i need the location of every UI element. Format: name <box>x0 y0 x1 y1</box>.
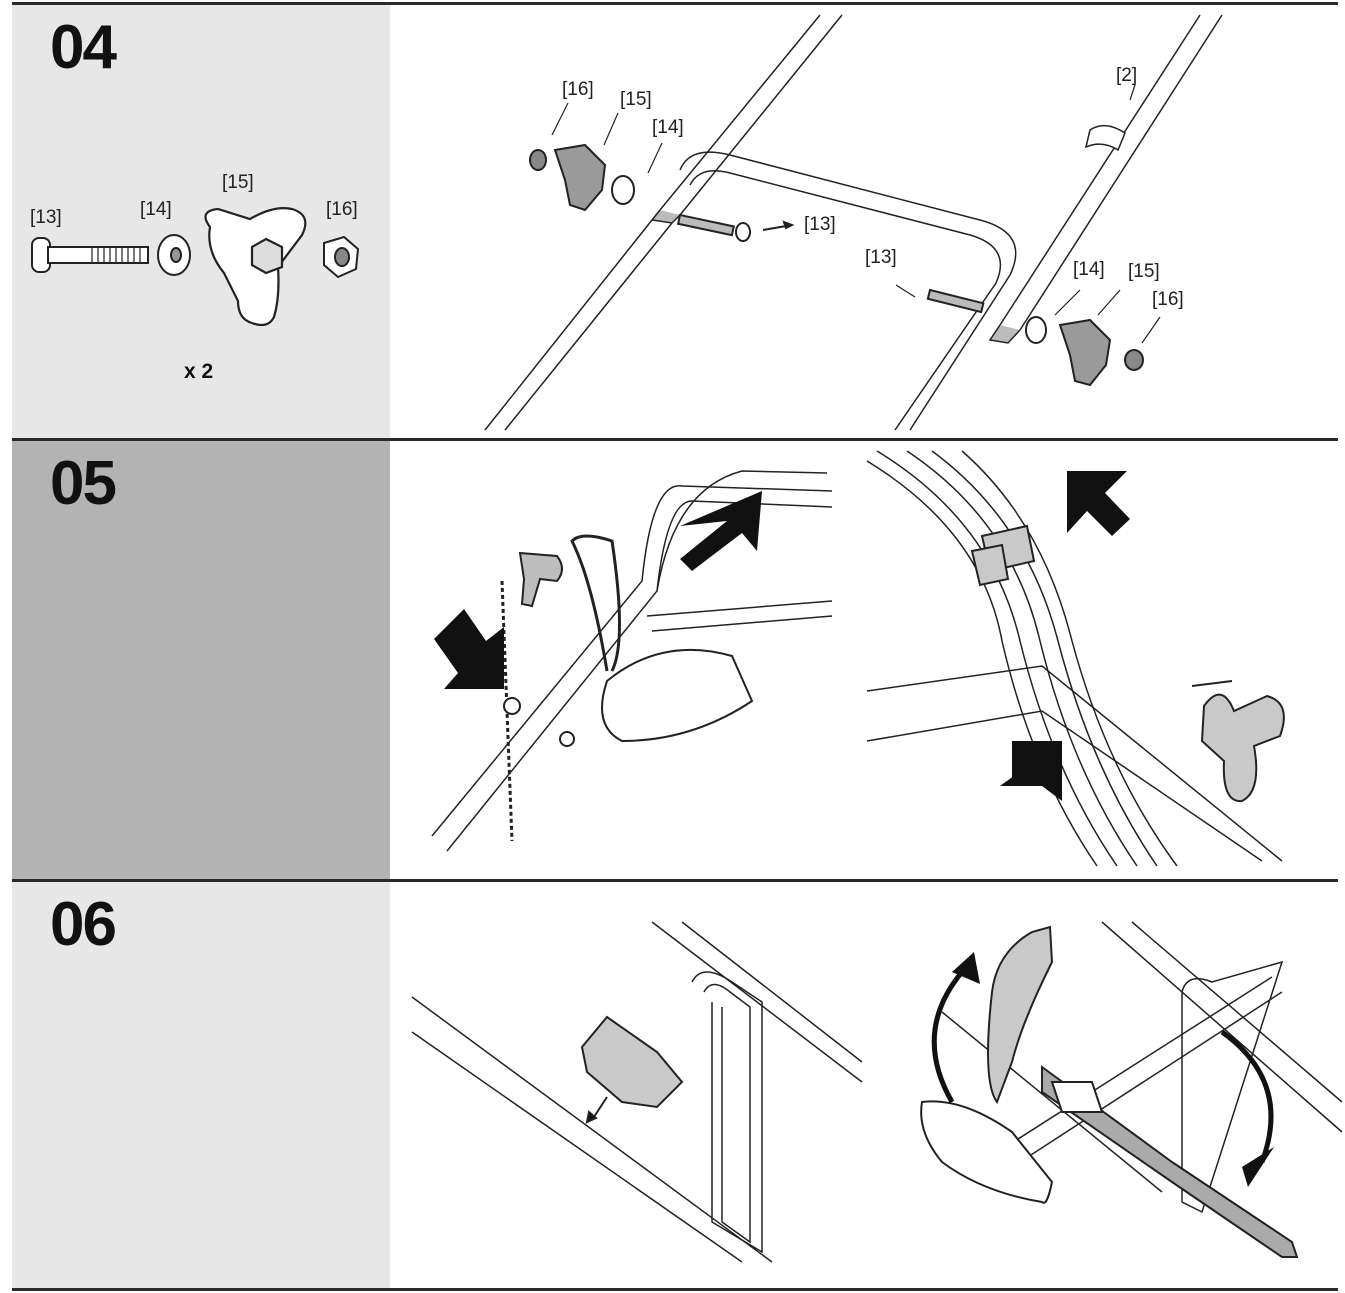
cable-routing-illustration <box>431 470 833 852</box>
part-label-14: [14] <box>140 199 172 220</box>
step-05: 05 <box>12 441 1338 879</box>
part-label-16: [16] <box>326 199 358 220</box>
washer-icon <box>157 234 191 276</box>
assembly-label-15-left: [15] <box>620 89 652 110</box>
fold-lever-illustration <box>920 921 1343 1258</box>
divider-04-05 <box>12 438 1338 441</box>
nut-icon <box>323 235 360 279</box>
cable-clip-icon <box>970 524 1036 587</box>
step-06: 06 <box>12 882 1343 1288</box>
handle-assembly-illustration: [16] [15] [14] [13] [2] [13] [14] [15] [… <box>484 14 1223 431</box>
divider-05-06 <box>12 879 1338 882</box>
rotate-arrow-icon <box>931 970 1274 1163</box>
arrow-icon <box>1000 471 1130 801</box>
assembly-label-16-left: [16] <box>562 79 594 100</box>
step-05-side-panel <box>12 441 390 879</box>
assembly-label-2: [2] <box>1116 65 1137 86</box>
assembly-label-15-right: [15] <box>1128 261 1160 282</box>
step-04: 04 x 2 [13] [14] [15] [16] <box>12 5 1338 438</box>
arrow-icon <box>434 491 762 689</box>
top-rule <box>12 2 1338 5</box>
bottom-rule <box>12 1288 1338 1291</box>
assembly-label-16-right: [16] <box>1152 289 1184 310</box>
step-04-number: 04 <box>50 13 117 82</box>
part-label-15: [15] <box>222 172 254 193</box>
quantity-label: x 2 <box>184 360 214 383</box>
parts-row: [13] [14] [15] [16] <box>30 172 360 327</box>
clip-removal-illustration <box>411 921 863 1263</box>
step-04-side-panel <box>12 5 390 438</box>
bolt-icon <box>31 237 149 273</box>
step-06-side-panel <box>12 882 390 1288</box>
assembly-label-14-right: [14] <box>1073 259 1105 280</box>
assembly-label-14-left: [14] <box>652 117 684 138</box>
assembly-label-13-right: [13] <box>865 247 897 268</box>
assembly-label-13-left: [13] <box>804 214 836 235</box>
part-label-13: [13] <box>30 207 62 228</box>
star-knob-icon <box>204 207 307 327</box>
cable-clip-illustration <box>866 450 1285 867</box>
step-06-number: 06 <box>50 890 117 959</box>
step-05-number: 05 <box>50 449 117 518</box>
